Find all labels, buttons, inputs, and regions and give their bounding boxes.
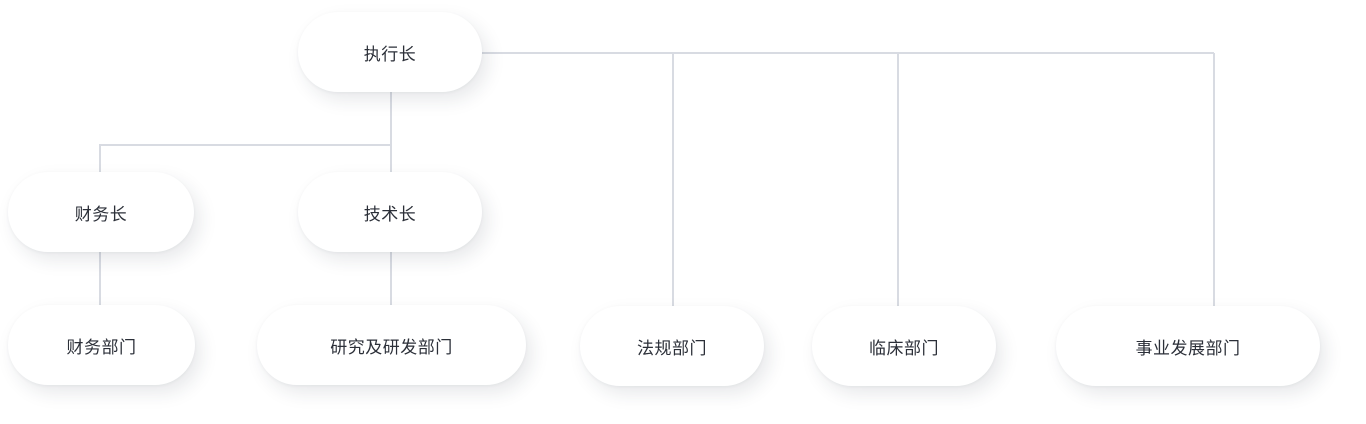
node-finance-dept[interactable]: 财务部门: [8, 305, 195, 385]
node-bizdev-dept[interactable]: 事业发展部门: [1056, 306, 1320, 386]
node-cfo[interactable]: 财务长: [8, 172, 194, 252]
node-label-legal-dept: 法规部门: [637, 338, 707, 359]
node-label-cto: 技术长: [363, 204, 417, 225]
node-legal-dept[interactable]: 法规部门: [580, 306, 764, 386]
node-cto[interactable]: 技术长: [298, 172, 482, 252]
node-ceo[interactable]: 执行长: [298, 12, 482, 92]
node-label-clinical-dept: 临床部门: [869, 338, 939, 359]
node-label-bizdev-dept: 事业发展部门: [1135, 338, 1241, 359]
node-clinical-dept[interactable]: 临床部门: [812, 306, 996, 386]
node-label-rnd-dept: 研究及研发部门: [330, 337, 453, 358]
node-label-ceo: 执行长: [363, 44, 417, 65]
connector-ceo-cfo: [99, 144, 391, 172]
node-rnd-dept[interactable]: 研究及研发部门: [257, 305, 526, 385]
node-label-finance-dept: 财务部门: [66, 337, 137, 358]
node-label-cfo: 财务长: [74, 204, 128, 225]
